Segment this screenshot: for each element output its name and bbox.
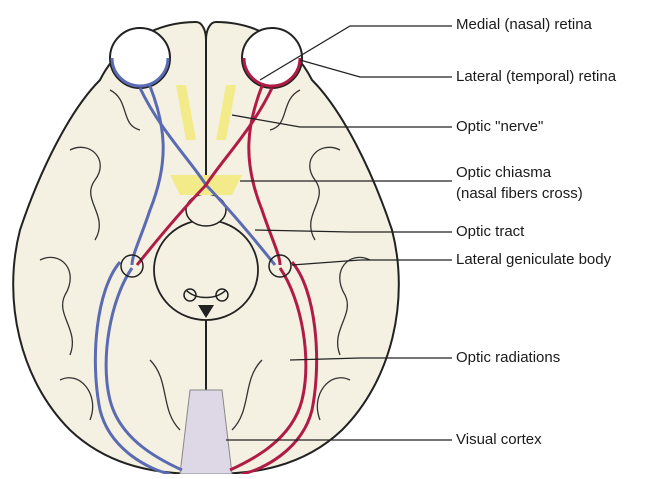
right-eye [242, 28, 302, 88]
label-optic-radiations: Optic radiations [456, 348, 560, 368]
label-lateral-retina: Lateral (temporal) retina [456, 67, 616, 87]
label-optic-tract: Optic tract [456, 222, 524, 242]
label-optic-chiasma-note: (nasal fibers cross) [456, 184, 583, 204]
label-medial-retina: Medial (nasal) retina [456, 15, 592, 35]
label-optic-nerve: Optic "nerve" [456, 117, 543, 137]
brain-outline [13, 22, 399, 474]
label-lateral-geniculate: Lateral geniculate body [456, 250, 611, 270]
left-eye [110, 28, 170, 88]
label-optic-chiasma: Optic chiasma [456, 163, 551, 183]
label-visual-cortex: Visual cortex [456, 430, 542, 450]
